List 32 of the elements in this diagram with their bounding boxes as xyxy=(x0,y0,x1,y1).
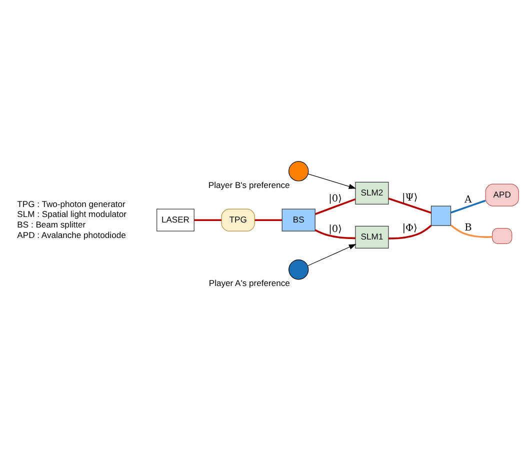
node-label: Player A's preference xyxy=(208,278,290,288)
label: BS : Beam splitter xyxy=(17,220,86,230)
node-box: APD xyxy=(485,184,519,206)
node-person xyxy=(288,161,309,182)
node-box: LASER xyxy=(156,208,194,232)
connector xyxy=(388,198,432,214)
connector xyxy=(314,198,356,215)
node-box: BS xyxy=(282,208,316,232)
connector xyxy=(388,224,432,240)
connector xyxy=(450,224,492,238)
label: TPG : Two-photon generator xyxy=(17,198,126,209)
node-label: Player B's preference xyxy=(208,180,290,190)
arrow xyxy=(308,174,356,189)
node-box: SLM2 xyxy=(355,182,389,205)
node-semicircle xyxy=(492,228,512,244)
connector xyxy=(450,200,486,214)
label: SLM : Spatial light modulator xyxy=(17,209,126,220)
edge-label: |0⟩ xyxy=(328,224,342,236)
edge-label: |Φ⟩ xyxy=(402,222,418,234)
edge-label: B xyxy=(464,222,472,234)
arrow xyxy=(307,244,356,266)
connector xyxy=(314,229,356,240)
node-box xyxy=(430,206,452,226)
node-box: TPG xyxy=(221,208,255,232)
connector xyxy=(194,219,222,222)
edge-label: |0⟩ xyxy=(328,194,342,205)
node-box: SLM1 xyxy=(355,226,389,249)
connector xyxy=(254,219,282,222)
node-person xyxy=(288,260,309,280)
edge-label: |Ψ⟩ xyxy=(402,192,418,204)
label: APD : Avalanche photodiode xyxy=(17,230,126,240)
edge-label: A xyxy=(464,194,472,206)
